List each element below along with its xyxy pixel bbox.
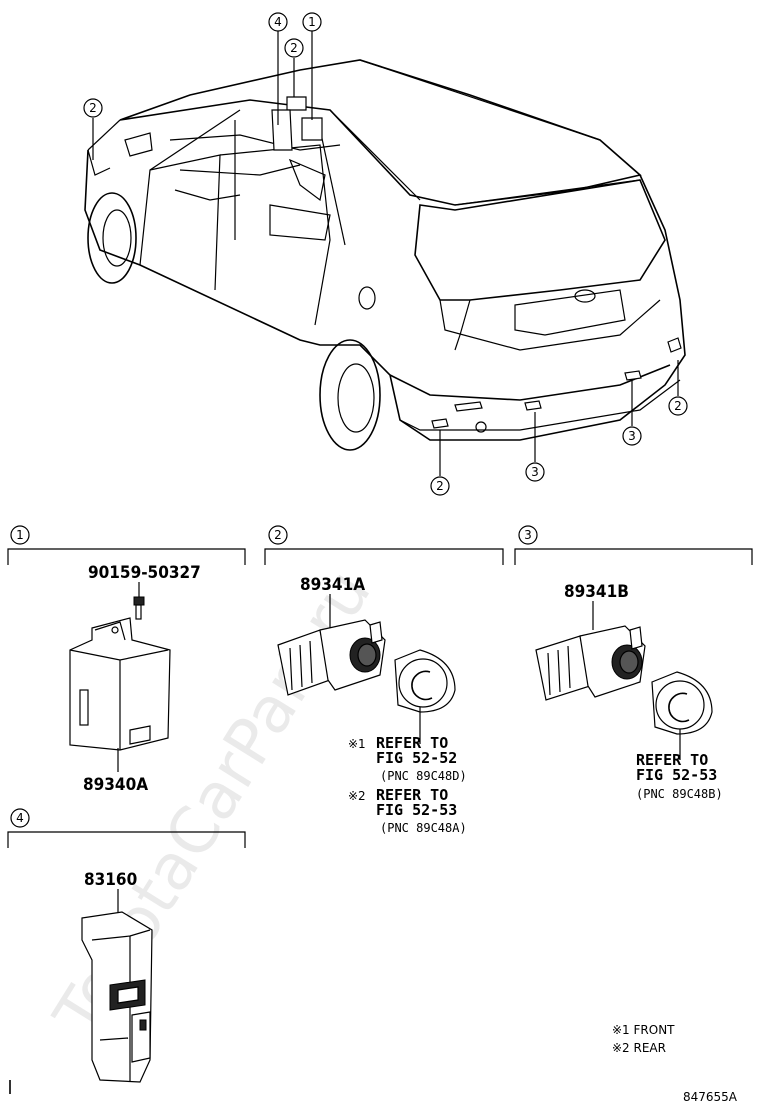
figure-id: 847655A	[683, 1090, 738, 1104]
ref-2-pnc: (PNC 89C48A)	[380, 821, 467, 835]
overview-callout-4: 4	[268, 12, 288, 32]
section-2: 2 89341A ※1 REFER TO FIG 52-52 (PNC 89C4…	[264, 525, 504, 835]
section-2-number: 2	[274, 528, 282, 542]
section-4: 4 83160	[7, 808, 246, 1083]
ref-1-mark: ※1	[348, 737, 366, 751]
part-number-89341B: 89341B	[564, 582, 629, 602]
parking-sensor-front-illustration	[277, 619, 386, 696]
overview-callout-2a: 2	[284, 38, 304, 58]
section-1: 1 90159-50327 89340A	[7, 525, 246, 795]
svg-text:3: 3	[531, 465, 539, 479]
section-1-number: 1	[16, 528, 24, 542]
ref-1-line1: REFER TO	[376, 734, 448, 752]
svg-text:2: 2	[89, 101, 97, 115]
part-number-89340A: 89340A	[83, 775, 148, 795]
ref-2-line2: FIG 52-53	[376, 801, 457, 819]
ref-1-pnc: (PNC 89C48D)	[380, 769, 467, 783]
ref-3-pnc: (PNC 89C48B)	[636, 787, 723, 801]
sensor-bezel-illustration	[394, 649, 456, 713]
svg-text:3: 3	[628, 429, 636, 443]
part-number-83160: 83160	[84, 870, 137, 890]
overview-callout-2d: 2	[430, 476, 450, 496]
section-3-number: 3	[524, 528, 532, 542]
ref-2-mark: ※2	[348, 789, 366, 803]
part-number-89341A: 89341A	[300, 575, 365, 595]
ref-3-line1: REFER TO	[636, 751, 708, 769]
legend-front: ※1 FRONT	[612, 1023, 675, 1037]
sensor-bezel-rear-illustration	[651, 671, 713, 735]
legend-rear: ※2 REAR	[612, 1041, 666, 1055]
overview-callout-2c: 2	[668, 396, 688, 416]
ref-3-line2: FIG 52-53	[636, 766, 717, 784]
section-4-number: 4	[16, 811, 24, 825]
vehicle-overview-illustration	[84, 59, 686, 451]
svg-text:2: 2	[436, 479, 444, 493]
overview-callout-1: 1	[302, 12, 322, 32]
overview-callout-3b: 3	[622, 426, 642, 446]
parking-sensor-rear-illustration	[535, 625, 646, 701]
overview-callout-2b: 2	[83, 98, 103, 118]
bolt-illustration	[133, 596, 145, 620]
section-3: 3 89341B REFER TO FIG 52-53 (PNC 89C48B)	[514, 525, 753, 801]
overview-callout-3a: 3	[525, 462, 545, 482]
switch-unit-illustration	[81, 911, 153, 1083]
svg-text:4: 4	[274, 15, 282, 29]
svg-text:2: 2	[674, 399, 682, 413]
ref-1-line2: FIG 52-52	[376, 749, 457, 767]
ref-2-line1: REFER TO	[376, 786, 448, 804]
svg-text:2: 2	[290, 41, 298, 55]
part-number-90159-50327: 90159-50327	[88, 563, 201, 583]
overview-leader-lines	[92, 31, 679, 476]
ecu-module-illustration	[69, 617, 171, 751]
svg-text:1: 1	[308, 15, 316, 29]
